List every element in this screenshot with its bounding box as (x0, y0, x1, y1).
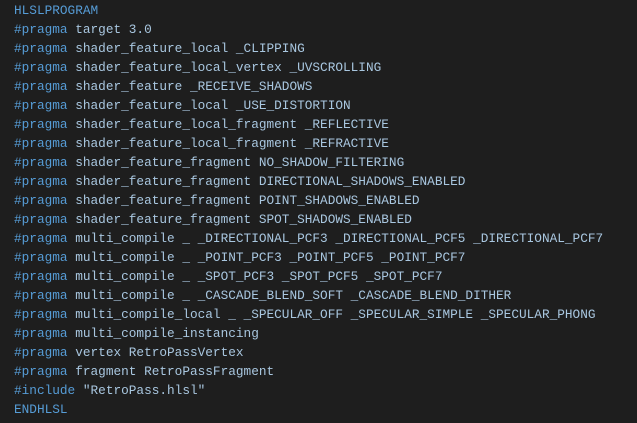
code-keyword: ENDHLSL (14, 402, 68, 417)
code-text: shader_feature_fragment DIRECTIONAL_SHAD… (67, 174, 466, 189)
code-line: #pragma multi_compile_local _ _SPECULAR_… (14, 305, 603, 324)
code-text: shader_feature_local _CLIPPING (67, 41, 305, 56)
code-text: shader_feature_local_fragment _REFRACTIV… (67, 136, 389, 151)
code-editor[interactable]: HLSLPROGRAM#pragma target 3.0#pragma sha… (14, 1, 603, 419)
code-line: #pragma multi_compile _ _CASCADE_BLEND_S… (14, 286, 603, 305)
code-keyword: #pragma (14, 174, 68, 189)
code-text: fragment RetroPassFragment (67, 364, 275, 379)
code-keyword: #pragma (14, 250, 68, 265)
code-line: #pragma shader_feature_local_vertex _UVS… (14, 58, 603, 77)
code-line: #pragma shader_feature_local_fragment _R… (14, 115, 603, 134)
code-keyword: #pragma (14, 288, 68, 303)
code-keyword: #pragma (14, 98, 68, 113)
code-keyword: #pragma (14, 117, 68, 132)
code-text: shader_feature _RECEIVE_SHADOWS (67, 79, 313, 94)
code-keyword: #include (14, 383, 76, 398)
code-line: #pragma fragment RetroPassFragment (14, 362, 603, 381)
code-line: #pragma shader_feature_fragment POINT_SH… (14, 191, 603, 210)
code-keyword: #pragma (14, 231, 68, 246)
code-keyword: #pragma (14, 364, 68, 379)
code-keyword: #pragma (14, 136, 68, 151)
code-text: vertex RetroPassVertex (67, 345, 244, 360)
code-line: #pragma shader_feature_local _USE_DISTOR… (14, 96, 603, 115)
code-keyword: #pragma (14, 155, 68, 170)
code-text: shader_feature_fragment SPOT_SHADOWS_ENA… (67, 212, 412, 227)
code-text: target 3.0 (67, 22, 152, 37)
code-text: multi_compile_local _ _SPECULAR_OFF _SPE… (67, 307, 596, 322)
code-keyword: #pragma (14, 307, 68, 322)
code-line: #pragma multi_compile _ _SPOT_PCF3 _SPOT… (14, 267, 603, 286)
code-line: #pragma shader_feature_fragment NO_SHADO… (14, 153, 603, 172)
code-line: #pragma shader_feature_fragment DIRECTIO… (14, 172, 603, 191)
code-line: ENDHLSL (14, 400, 603, 419)
code-line: #pragma multi_compile _ _DIRECTIONAL_PCF… (14, 229, 603, 248)
code-text: shader_feature_local _USE_DISTORTION (67, 98, 351, 113)
code-text: multi_compile _ _POINT_PCF3 _POINT_PCF5 … (67, 250, 466, 265)
code-line: #pragma shader_feature _RECEIVE_SHADOWS (14, 77, 603, 96)
code-keyword: #pragma (14, 269, 68, 284)
code-keyword: #pragma (14, 60, 68, 75)
code-text: multi_compile_instancing (67, 326, 259, 341)
code-text: shader_feature_local_fragment _REFLECTIV… (67, 117, 389, 132)
code-line: HLSLPROGRAM (14, 1, 603, 20)
code-line: #pragma shader_feature_local _CLIPPING (14, 39, 603, 58)
code-line: #pragma multi_compile _ _POINT_PCF3 _POI… (14, 248, 603, 267)
code-line: #include "RetroPass.hlsl" (14, 381, 603, 400)
code-keyword: #pragma (14, 212, 68, 227)
code-keyword: #pragma (14, 193, 68, 208)
code-keyword: #pragma (14, 326, 68, 341)
code-text: shader_feature_fragment POINT_SHADOWS_EN… (67, 193, 420, 208)
code-text: shader_feature_fragment NO_SHADOW_FILTER… (67, 155, 405, 170)
code-text: shader_feature_local_vertex _UVSCROLLING (67, 60, 382, 75)
code-keyword: #pragma (14, 41, 68, 56)
code-text: multi_compile _ _CASCADE_BLEND_SOFT _CAS… (67, 288, 512, 303)
code-line: #pragma shader_feature_local_fragment _R… (14, 134, 603, 153)
code-keyword: #pragma (14, 79, 68, 94)
code-text: multi_compile _ _DIRECTIONAL_PCF3 _DIREC… (67, 231, 604, 246)
code-line: #pragma shader_feature_fragment SPOT_SHA… (14, 210, 603, 229)
code-text: multi_compile _ _SPOT_PCF3 _SPOT_PCF5 _S… (67, 269, 443, 284)
code-line: #pragma vertex RetroPassVertex (14, 343, 603, 362)
code-line: #pragma target 3.0 (14, 20, 603, 39)
code-keyword: #pragma (14, 345, 68, 360)
code-line: #pragma multi_compile_instancing (14, 324, 603, 343)
code-text: "RetroPass.hlsl" (75, 383, 206, 398)
code-keyword: #pragma (14, 22, 68, 37)
code-keyword: HLSLPROGRAM (14, 3, 99, 18)
